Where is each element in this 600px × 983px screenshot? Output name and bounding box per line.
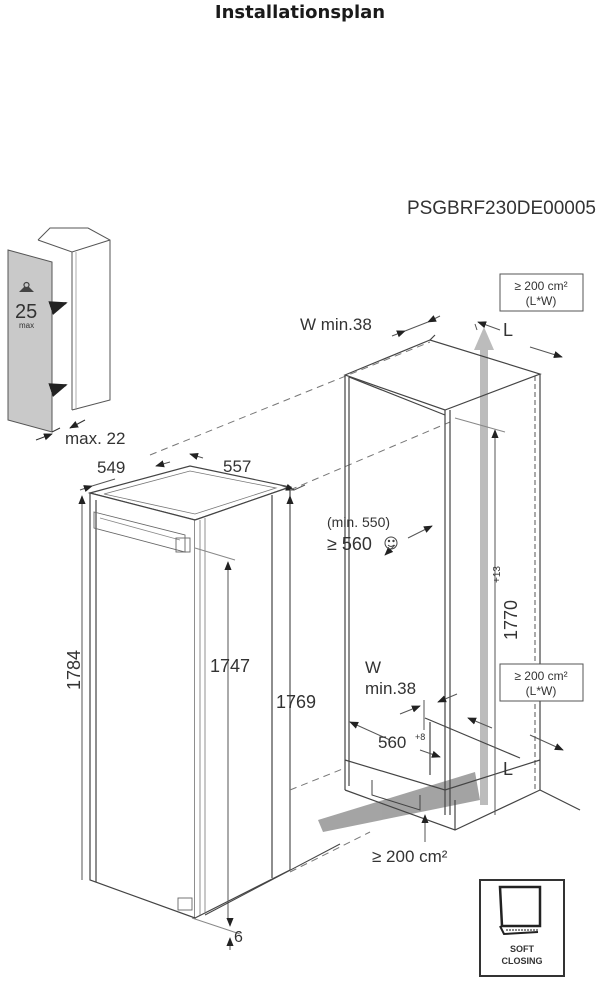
door-weight-unit: max xyxy=(19,321,34,330)
niche-drawing xyxy=(343,334,581,831)
projection-lines xyxy=(149,341,451,873)
door-thickness-label: max. 22 xyxy=(65,429,125,448)
weight-kg-icon xyxy=(19,281,34,292)
appliance-dimensions xyxy=(78,452,341,950)
badge-line2: CLOSING xyxy=(501,956,542,966)
niche-width-min-label: (min. 550) xyxy=(327,514,390,530)
svg-text:≥ 200 cm²: ≥ 200 cm² xyxy=(514,279,567,293)
page-title: Installationsplan xyxy=(214,2,386,23)
soft-closing-icon xyxy=(498,885,542,928)
svg-text:≥ 200 cm²: ≥ 200 cm² xyxy=(514,669,567,683)
svg-text:(L*W): (L*W) xyxy=(526,294,557,308)
badge-line1: SOFT xyxy=(510,944,535,954)
niche-bottom-L-label: L xyxy=(503,759,513,779)
niche-depth-label: 560 xyxy=(378,733,406,752)
appliance-drawing xyxy=(87,465,293,919)
niche-top-gap-label: W min.38 xyxy=(300,315,372,334)
door-weight-value: 25 xyxy=(15,301,37,323)
appliance-bottom-gap-label: 6 xyxy=(234,929,243,946)
appliance-depth-label: 557 xyxy=(223,457,251,476)
niche-height-tolerance: +13 xyxy=(492,566,503,583)
appliance-width-label: 549 xyxy=(97,458,125,477)
niche-dimensions xyxy=(349,315,564,842)
niche-depth-tolerance: +8 xyxy=(415,732,425,742)
niche-top-L-label: L xyxy=(503,320,513,340)
niche-bottom-gap-W: W xyxy=(365,658,381,677)
appliance-body-height-label: 1769 xyxy=(276,692,316,712)
door-panel-illustration xyxy=(7,227,111,441)
niche-bottom-gap-min: min.38 xyxy=(365,679,416,698)
niche-width-label: ≥ 560 xyxy=(327,534,372,554)
niche-height-label: 1770 xyxy=(501,600,521,640)
appliance-door-height-label: 1747 xyxy=(210,656,250,676)
bottom-vent-box: ≥ 200 cm² (L*W) xyxy=(499,663,584,702)
top-vent-box: ≥ 200 cm² (L*W) xyxy=(499,273,584,312)
appliance-total-height-label: 1784 xyxy=(64,650,84,690)
soft-closing-badge: SOFT CLOSING xyxy=(479,879,565,977)
plinth-vent-label: ≥ 200 cm² xyxy=(372,847,448,866)
svg-text:(L*W): (L*W) xyxy=(526,684,557,698)
smiley-icon xyxy=(384,536,398,550)
airflow-arrows xyxy=(318,327,494,832)
model-code: PSGBRF230DE00005 xyxy=(406,198,596,219)
